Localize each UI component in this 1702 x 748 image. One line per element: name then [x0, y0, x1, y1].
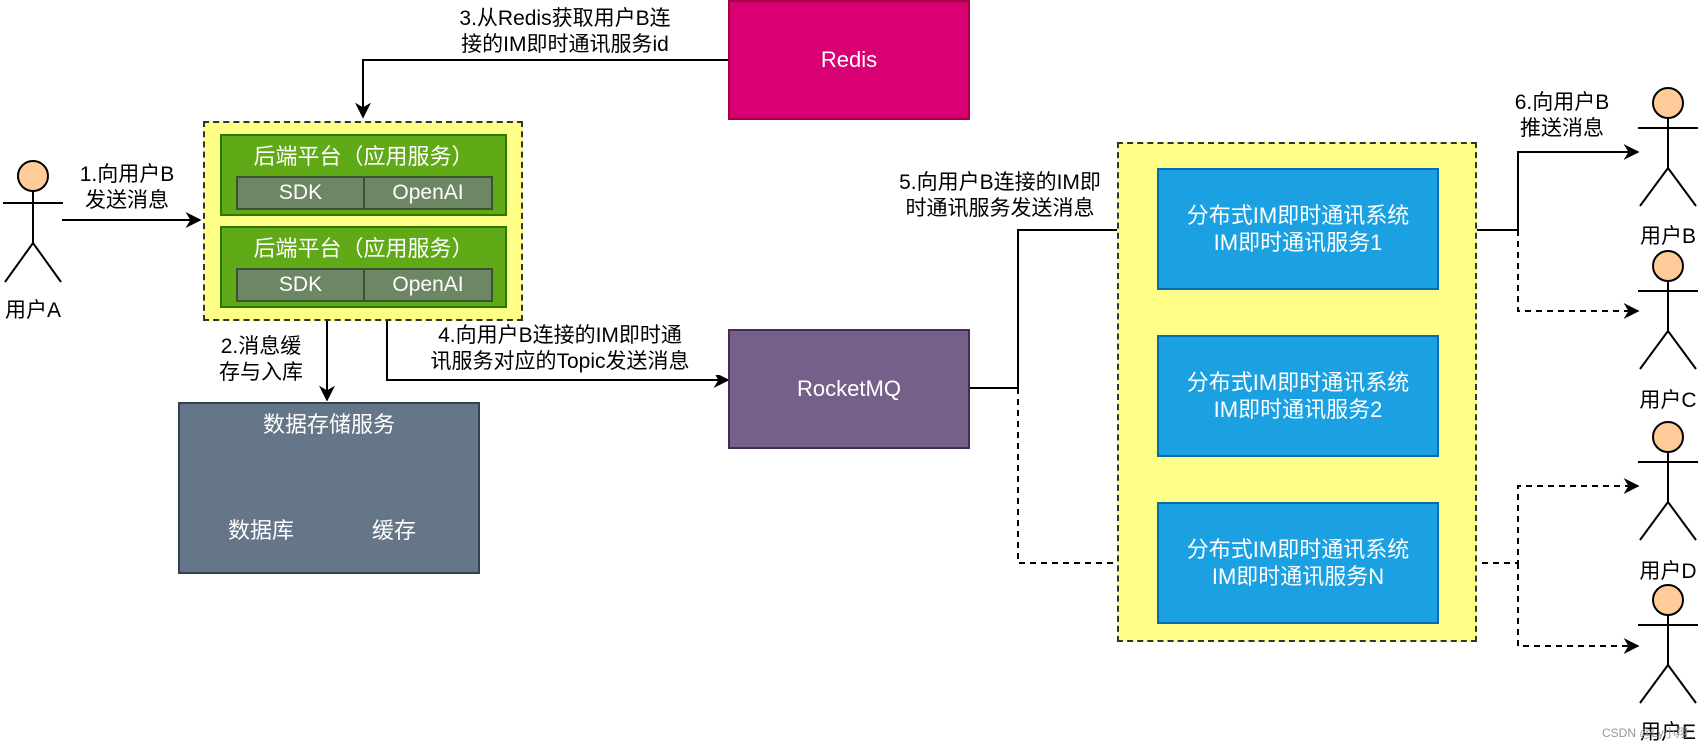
storage-service-title: 数据存储服务 — [262, 412, 395, 437]
user-e-label: 用户E — [1639, 721, 1696, 744]
step2-line1: 2.消息缓 — [220, 335, 302, 358]
step1-line1: 1.向用户B — [79, 163, 175, 186]
im-service-2: 分布式IM即时通讯系统 IM即时通讯服务2 — [1157, 335, 1439, 457]
im-service-1: 分布式IM即时通讯系统 IM即时通讯服务1 — [1157, 168, 1439, 290]
step4-label: 4.向用户B连接的IM即时通 讯服务对应的Topic发送消息 — [400, 323, 720, 375]
im-service-2-system: 分布式IM即时通讯系统 — [1186, 370, 1410, 395]
user-a-label: 用户A — [4, 299, 61, 322]
step6-line1: 6.向用户B — [1514, 91, 1610, 114]
step6-label: 6.向用户B 推送消息 — [1502, 90, 1622, 142]
watermark: CSDN @Ly小翔 — [1602, 726, 1688, 740]
cache-label: 缓存 — [371, 518, 416, 543]
step5-line2: 时通讯服务发送消息 — [905, 197, 1095, 220]
im-service-n-name: IM即时通讯服务N — [1211, 564, 1385, 589]
backend-node-1-sdk: SDK — [236, 176, 365, 210]
user-c-label: 用户C — [1639, 389, 1697, 412]
actor-user-d-icon — [1638, 421, 1698, 541]
actor-user-e-icon — [1638, 584, 1698, 704]
backend-node-1: 后端平台（应用服务） SDK OpenAI — [220, 134, 507, 216]
arrow-im1-to-user-c — [1517, 230, 1640, 319]
step3-line2: 接的IM即时通讯服务id — [461, 33, 669, 56]
step2-line2: 存与入库 — [219, 361, 303, 384]
backend-node-2-openai: OpenAI — [363, 268, 493, 302]
user-d-label: 用户D — [1639, 560, 1697, 583]
arrow-backend-to-rocketmq — [386, 320, 730, 388]
im-service-2-name: IM即时通讯服务2 — [1213, 397, 1383, 422]
rocketmq-node: RocketMQ — [728, 329, 970, 449]
database-label: 数据库 — [227, 518, 294, 543]
step5-label: 5.向用户B连接的IM即 时通讯服务发送消息 — [880, 170, 1120, 222]
redis-node: Redis — [728, 0, 970, 120]
step4-line2: 讯服务对应的Topic发送消息 — [430, 350, 690, 373]
step1-line2: 发送消息 — [85, 189, 169, 212]
arrow-redis-to-backend — [355, 59, 728, 119]
backend-node-2-title: 后端平台（应用服务） — [253, 236, 474, 261]
im-service-n: 分布式IM即时通讯系统 IM即时通讯服务N — [1157, 502, 1439, 624]
step3-line1: 3.从Redis获取用户B连 — [459, 7, 671, 30]
arrow-rocketmq-to-im1 — [970, 222, 1157, 389]
actor-user-b-icon — [1638, 87, 1698, 207]
step4-line1: 4.向用户B连接的IM即时通 — [438, 324, 682, 347]
backend-node-1-openai: OpenAI — [363, 176, 493, 210]
step2-label: 2.消息缓 存与入库 — [206, 334, 316, 386]
step1-label: 1.向用户B 发送消息 — [62, 162, 192, 214]
arrow-im1-to-user-b — [1438, 144, 1640, 231]
actor-user-c-icon — [1638, 250, 1698, 370]
backend-node-2: 后端平台（应用服务） SDK OpenAI — [220, 226, 507, 308]
actor-user-a-icon — [3, 160, 63, 283]
im-service-1-name: IM即时通讯服务1 — [1213, 230, 1383, 255]
im-service-1-system: 分布式IM即时通讯系统 — [1186, 203, 1410, 228]
step6-line2: 推送消息 — [1520, 117, 1604, 140]
step5-line1: 5.向用户B连接的IM即 — [899, 171, 1101, 194]
backend-node-1-title: 后端平台（应用服务） — [253, 144, 474, 169]
arrow-imN-to-user-e — [1517, 563, 1640, 654]
im-service-n-system: 分布式IM即时通讯系统 — [1186, 537, 1410, 562]
step3-label: 3.从Redis获取用户B连 接的IM即时通讯服务id — [420, 6, 710, 58]
backend-node-2-sdk: SDK — [236, 268, 365, 302]
arrow-rocketmq-to-imN — [1017, 388, 1157, 571]
storage-service: 数据存储服务 — [178, 402, 480, 574]
user-b-label: 用户B — [1639, 225, 1696, 248]
